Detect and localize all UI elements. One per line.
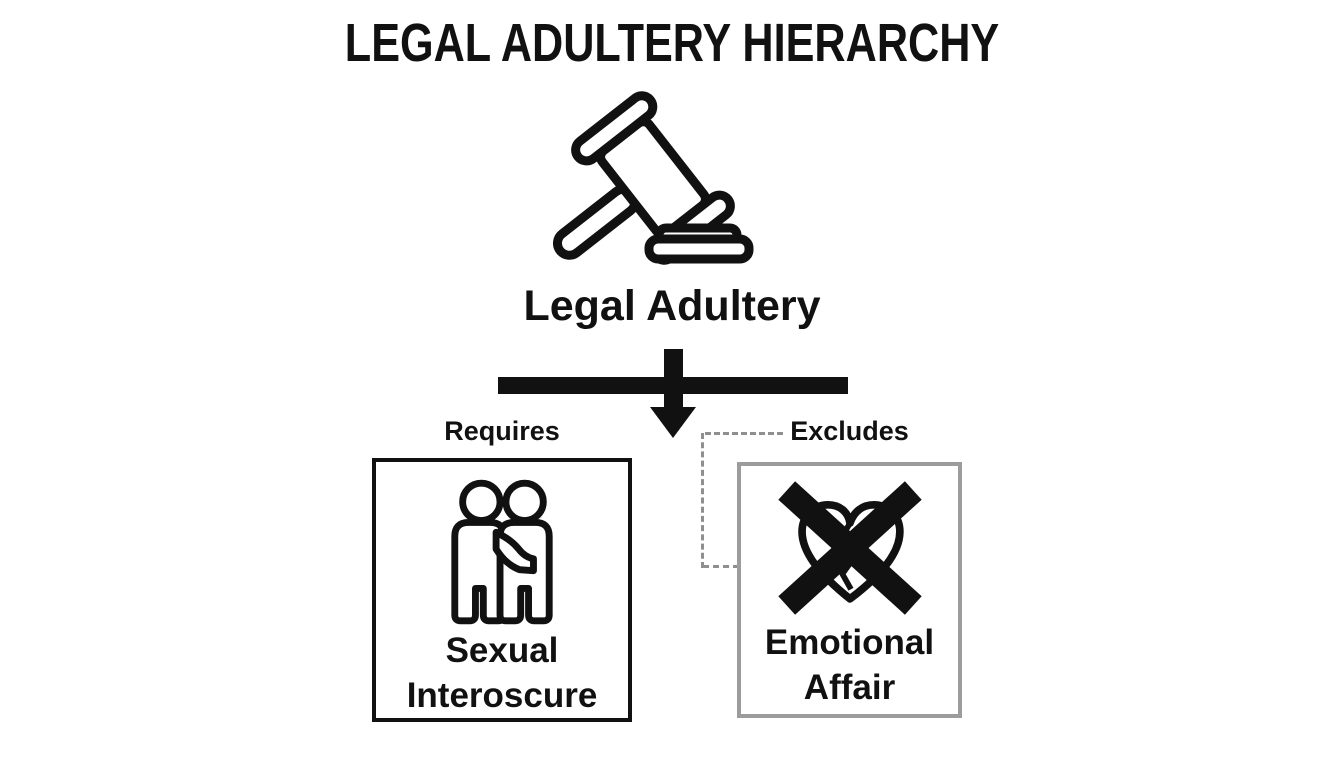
root-node-label: Legal Adultery — [523, 282, 821, 330]
excludes-node-label: Emotional Affair — [765, 620, 934, 710]
excludes-node-label-line1: Emotional — [764, 623, 935, 662]
diagram-title: LEGAL ADULTERY HIERARCHY — [0, 12, 1344, 74]
down-arrow-shaft — [664, 349, 683, 409]
gavel-icon — [553, 91, 754, 265]
excludes-dashed-connector-vertical — [701, 433, 704, 568]
down-arrow-head — [650, 407, 696, 438]
requires-node-label-line1: Sexual — [445, 631, 559, 670]
excludes-connector-label: Excludes — [790, 416, 909, 446]
requires-node-label: Sexual Interoscure — [407, 628, 598, 718]
crossed-broken-heart-icon — [777, 481, 922, 615]
excludes-dashed-connector-top — [705, 432, 783, 435]
two-people-icon — [451, 479, 553, 625]
requires-node-label-line2: Interoscure — [406, 676, 598, 715]
excludes-node-label-line2: Affair — [803, 668, 896, 707]
diagram-title-text: LEGAL ADULTERY HIERARCHY — [344, 13, 1000, 73]
excludes-dashed-connector-bottom — [703, 565, 739, 568]
excludes-node: Emotional Affair — [737, 462, 962, 718]
requires-node: Sexual Interoscure — [372, 458, 632, 722]
requires-connector-label: Requires — [444, 416, 560, 446]
